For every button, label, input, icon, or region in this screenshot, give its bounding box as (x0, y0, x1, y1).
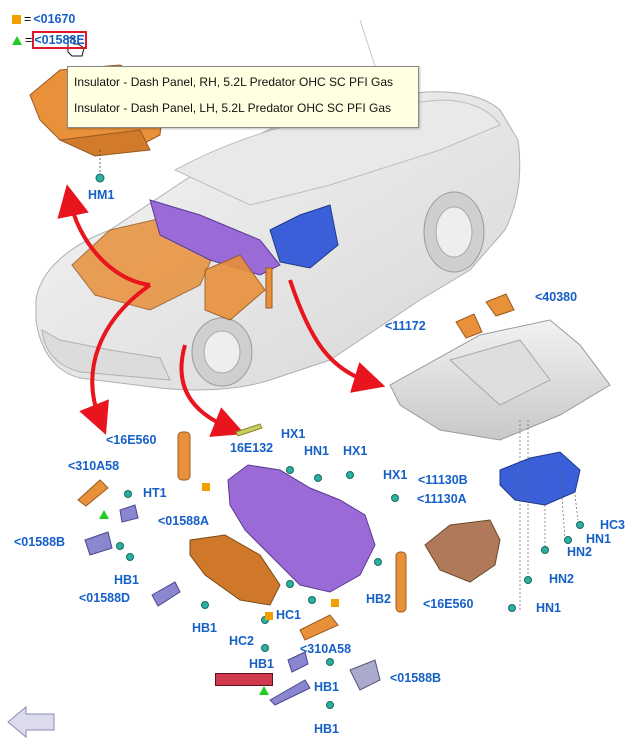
part-bracket-small[interactable] (119, 504, 139, 523)
callout-40380[interactable]: <40380 (535, 290, 578, 304)
part-310a58-top[interactable] (77, 479, 109, 507)
triangle-marker-2 (259, 686, 269, 695)
callout-hc1[interactable]: HC1 (276, 608, 302, 622)
part-01588b-left[interactable] (84, 531, 113, 556)
part-tooltip: Insulator - Dash Panel, RH, 5.2L Predato… (67, 66, 419, 128)
callout-hn1-b[interactable]: HN1 (586, 532, 612, 546)
selected-callout-highlight[interactable] (215, 673, 273, 686)
callout-16e132[interactable]: 16E132 (230, 441, 274, 455)
callout-16e560-top[interactable]: <16E560 (106, 433, 157, 447)
part-01588c[interactable] (269, 679, 311, 706)
callout-01588d[interactable]: <01588D (79, 591, 131, 605)
callout-ht1[interactable]: HT1 (143, 486, 167, 500)
insulator-16e560-bottom[interactable] (395, 551, 407, 613)
part-hb1-bracket[interactable] (287, 651, 309, 673)
triangle-legend-icon (12, 36, 22, 46)
callout-hb1-a[interactable]: HB1 (114, 573, 140, 587)
tooltip-line-1: Insulator - Dash Panel, RH, 5.2L Predato… (74, 75, 394, 89)
callout-hb1-b[interactable]: HB1 (192, 621, 218, 635)
bracket-11172[interactable] (455, 313, 483, 339)
dashed-lines-right (519, 420, 579, 610)
legend-equals-2: = (25, 33, 33, 47)
callout-hb1-c[interactable]: HB1 (249, 657, 275, 671)
floor-pan-part[interactable] (389, 319, 611, 441)
legend-triangle-row: =<01588E (12, 31, 87, 49)
part-01588b-right[interactable] (349, 659, 381, 691)
tooltip-line-2: Insulator - Dash Panel, LH, 5.2L Predato… (74, 101, 392, 115)
callout-hn1-c[interactable]: HN1 (536, 601, 562, 615)
callout-01588b-left[interactable]: <01588B (14, 535, 66, 549)
callout-hn1-a[interactable]: HN1 (304, 444, 330, 458)
bracket-40380[interactable] (485, 293, 515, 317)
callout-hn2-b[interactable]: HN2 (549, 572, 575, 586)
callout-hm1[interactable]: HM1 (88, 188, 115, 202)
callout-11172[interactable]: <11172 (385, 319, 426, 333)
legend-square-ref[interactable]: <01670 (33, 12, 76, 26)
dash-insulator-center[interactable] (189, 534, 281, 606)
callout-hc2[interactable]: HC2 (229, 634, 255, 648)
legend-square-row: =<01670 (12, 12, 75, 26)
callout-hb1-d[interactable]: HB1 (314, 680, 340, 694)
part-11130a[interactable] (424, 519, 501, 583)
part-310a58-bottom[interactable] (299, 614, 339, 641)
callout-hx1-c[interactable]: HX1 (383, 468, 408, 482)
callout-hb2[interactable]: HB2 (366, 592, 392, 606)
legend-equals: = (24, 12, 32, 26)
part-11130b[interactable] (499, 451, 581, 506)
callout-11130a[interactable]: <11130A (417, 492, 467, 506)
callout-hx1-b[interactable]: HX1 (343, 444, 368, 458)
callout-arrows (57, 184, 386, 437)
callout-310a58-top[interactable]: <310A58 (68, 459, 120, 473)
square-legend-icon (12, 15, 21, 25)
callout-hn2-a[interactable]: HN2 (567, 545, 593, 559)
installed-parts (71, 199, 339, 321)
callout-310a58-bottom[interactable]: <310A58 (300, 642, 352, 656)
callout-hx1-a[interactable]: HX1 (281, 427, 306, 441)
hand-pointer-icon (67, 37, 85, 57)
callout-hc3[interactable]: HC3 (600, 518, 626, 532)
legend-triangle-ref[interactable]: <01588E (32, 31, 87, 49)
callout-01588a[interactable]: <01588A (158, 514, 210, 528)
square-marker-2 (265, 612, 273, 620)
part-16e132[interactable] (235, 423, 263, 437)
callout-hb1-e[interactable]: HB1 (314, 722, 340, 736)
callout-11130b[interactable]: <11130B (418, 473, 468, 487)
callout-16e560-bottom[interactable]: <16E560 (423, 597, 474, 611)
fastener-hm1 (95, 173, 105, 183)
triangle-marker-1 (99, 510, 109, 519)
dash-panel-part[interactable] (227, 464, 376, 593)
back-arrow-icon[interactable] (7, 705, 55, 739)
insulator-16e560-top[interactable] (177, 431, 191, 481)
fasteners (116, 466, 584, 709)
part-01588d[interactable] (151, 581, 181, 607)
square-marker-1 (202, 483, 210, 491)
callout-01588b-right[interactable]: <01588B (390, 671, 442, 685)
square-marker-3 (331, 599, 339, 607)
